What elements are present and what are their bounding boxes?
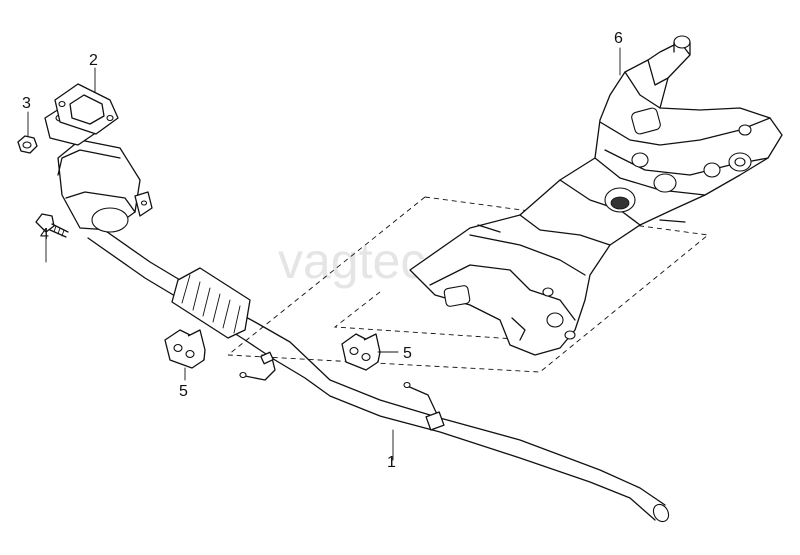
- callout-3: 3: [22, 95, 31, 112]
- subframe: [409, 35, 783, 356]
- callout-6: 6: [614, 30, 623, 47]
- leader-lines: [27, 47, 621, 461]
- front-exhaust-pipe: [87, 219, 670, 523]
- gasket: [54, 83, 119, 135]
- callout-4: 4: [40, 226, 49, 243]
- callout-5-right: 5: [403, 345, 412, 362]
- rubber-hanger-right: [341, 333, 381, 371]
- callout-5-left: 5: [179, 383, 188, 400]
- dashed-boundary-subframe: [227, 196, 710, 373]
- rubber-hanger-left: [164, 329, 206, 369]
- bolt: [35, 213, 69, 238]
- nut: [17, 135, 38, 154]
- callout-2: 2: [89, 52, 98, 69]
- callout-1: 1: [387, 454, 396, 471]
